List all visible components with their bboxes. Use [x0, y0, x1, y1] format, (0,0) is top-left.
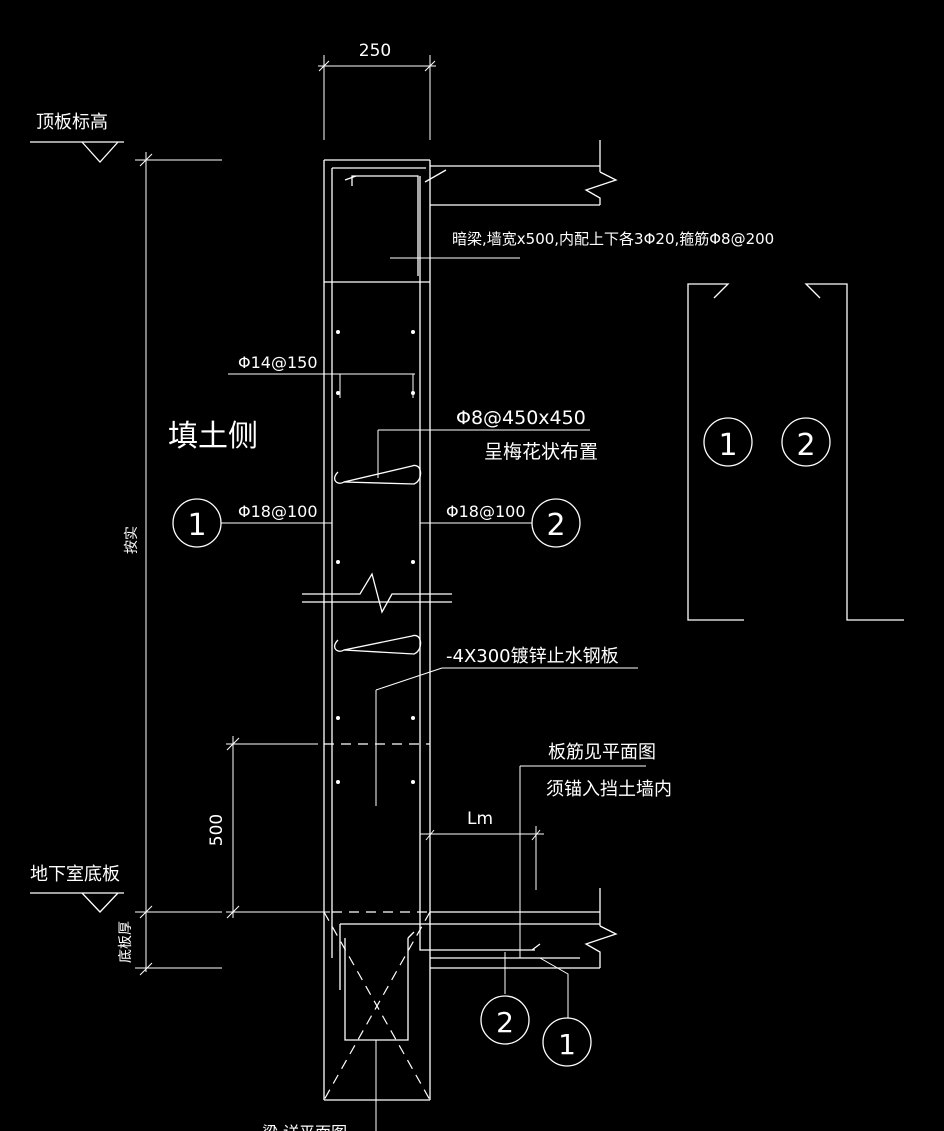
anchor-dimension-label: 500 — [207, 814, 227, 846]
left-vertical-bar-label: Φ18@100 — [238, 502, 318, 521]
horizontal-bar-callout: Φ14@150 — [228, 353, 415, 398]
bottom-level-mark: 地下室底板 底板厚 — [30, 864, 222, 969]
lm-dimension: Lm — [420, 809, 544, 890]
bottom-marker-1-number: 1 — [558, 1028, 576, 1061]
slab-note-line-1: 板筋见平面图 — [548, 742, 656, 763]
bottom-slab — [323, 888, 618, 1131]
detail-bar-1: 1 — [687, 283, 753, 621]
tie-bar-label-1: Φ8@450x450 — [456, 407, 586, 429]
lm-label: Lm — [467, 809, 493, 829]
slab-thickness-label: 底板厚 — [118, 921, 134, 963]
tie-bar-label-2: 呈梅花状布置 — [484, 441, 598, 463]
horizontal-bar-label: Φ14@150 — [238, 353, 318, 372]
height-label: 按实 — [124, 526, 140, 554]
section-marker-right-number: 2 — [546, 508, 565, 543]
slab-note-line-2: 须锚入挡土墙内 — [546, 779, 672, 800]
waterstop-callout: -4X300镀锌止水钢板 — [375, 646, 638, 806]
bottom-level-label: 地下室底板 — [30, 864, 120, 885]
bottom-marker-2-number: 2 — [496, 1006, 514, 1039]
top-level-mark: 顶板标高 — [30, 112, 222, 163]
detail-bar-2: 2 — [781, 283, 904, 621]
hidden-beam-callout: 暗梁,墙宽x500,内配上下各3Φ20,箍筋Φ8@200 — [390, 230, 774, 259]
bottom-partial-label: 梁 详平面图 — [262, 1123, 347, 1131]
roof-slab — [430, 140, 618, 206]
tie-bar-callout: Φ8@450x450 呈梅花状布置 — [377, 407, 598, 478]
bottom-marker-2: 2 — [480, 952, 530, 1045]
section-marker-left-number: 1 — [187, 508, 206, 543]
top-dimension: 250 — [318, 41, 436, 140]
bottom-marker-1: 1 — [539, 957, 592, 1067]
slab-note-callout: 板筋见平面图 须锚入挡土墙内 — [519, 742, 672, 958]
wall-thickness-label: 250 — [359, 41, 391, 61]
wall-outline — [302, 159, 452, 1101]
hidden-beam-label: 暗梁,墙宽x500,内配上下各3Φ20,箍筋Φ8@200 — [452, 230, 774, 248]
fill-side-label: 填土侧 — [168, 419, 258, 454]
section-marker-left: 1 Φ18@100 — [172, 498, 332, 548]
rebar-dots — [336, 330, 415, 784]
waterstop-label: -4X300镀锌止水钢板 — [446, 646, 619, 667]
detail-bar-1-number: 1 — [718, 428, 737, 463]
tie-bars — [334, 464, 422, 655]
top-level-label: 顶板标高 — [36, 112, 108, 133]
anchor-dimension: 500 — [207, 736, 330, 919]
detail-bar-2-number: 2 — [796, 428, 815, 463]
section-marker-right: 2 Φ18@100 — [420, 498, 581, 548]
right-vertical-bar-label: Φ18@100 — [446, 502, 526, 521]
height-dimension: 按实 — [124, 152, 153, 976]
